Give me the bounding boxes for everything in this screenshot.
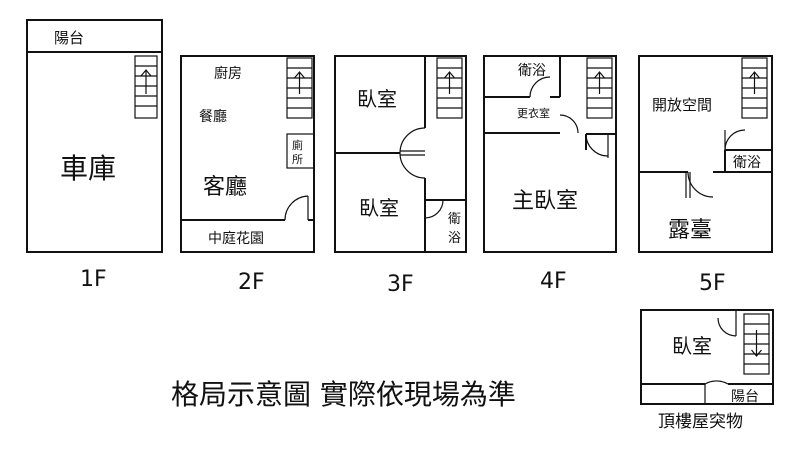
floor-5f: 開放空間 衛浴 露臺 5F xyxy=(638,55,773,296)
toilet-label-top: 廁 xyxy=(292,138,303,152)
terrace-label: 露臺 xyxy=(668,218,712,243)
courtyard-label: 中庭花園 xyxy=(208,230,264,247)
staircase-icon xyxy=(436,57,463,119)
floor-tag-1f: 1F xyxy=(80,267,107,292)
open-space-label: 開放空間 xyxy=(652,96,712,114)
floor-3f: 臥室 臥室 衛 浴 3F xyxy=(334,55,467,297)
closet-label: 更衣室 xyxy=(517,106,550,120)
layout-disclaimer: 格局示意圖 實際依現場為準 xyxy=(171,378,516,411)
door-swing-icon xyxy=(687,171,714,198)
roof-bedroom-label: 臥室 xyxy=(672,334,712,358)
kitchen-label: 廚房 xyxy=(214,65,242,82)
balcony-1f-outline xyxy=(26,19,163,53)
staircase-icon xyxy=(586,57,613,119)
floor-4f: 衛浴 更衣室 主臥室 4F xyxy=(483,55,617,294)
floor-4f-outline xyxy=(483,55,617,253)
door-swing-icon xyxy=(724,129,746,151)
staircase-icon xyxy=(743,313,770,375)
door-swing-icon xyxy=(424,199,444,219)
floor-tag-5f: 5F xyxy=(699,271,726,296)
staircase-icon xyxy=(134,55,158,119)
floor-tag-4f: 4F xyxy=(540,269,567,294)
floor-1f-outline xyxy=(26,51,163,253)
floor-roof-outline xyxy=(640,309,774,405)
door-swing-icon xyxy=(399,152,426,179)
door-swing-icon xyxy=(585,133,609,157)
toilet-label-bottom: 所 xyxy=(292,153,303,166)
door-swing-icon xyxy=(284,195,309,221)
floor-2f: 廚房 餐廳 客廳 廁 所 中庭花園 2F xyxy=(180,55,315,295)
door-swing-icon xyxy=(717,317,737,337)
door-swing-icon xyxy=(529,76,551,98)
staircase-icon xyxy=(286,57,313,119)
door-swing-icon xyxy=(704,380,729,385)
master-bedroom-label: 主臥室 xyxy=(512,189,578,214)
bath-label-4f: 衛浴 xyxy=(518,63,546,79)
bath-label-bottom: 浴 xyxy=(448,231,461,246)
roof-caption: 頂樓屋突物 xyxy=(658,412,743,432)
floor-roof: 臥室 陽台 頂樓屋突物 xyxy=(640,309,774,432)
living-room-label: 客廳 xyxy=(203,175,247,200)
dining-label: 餐廳 xyxy=(199,108,227,125)
balcony-label-1f: 陽台 xyxy=(54,29,84,47)
staircase-icon xyxy=(741,57,768,119)
bath-label-5f: 衛浴 xyxy=(733,155,761,171)
floor-tag-2f: 2F xyxy=(238,270,265,295)
bedroom-top-label: 臥室 xyxy=(357,87,397,111)
door-swing-icon xyxy=(559,114,579,134)
door-swing-icon xyxy=(399,127,426,154)
garage-label: 車庫 xyxy=(60,152,116,185)
floor-5f-outline xyxy=(638,55,773,253)
bedroom-bottom-label: 臥室 xyxy=(359,196,399,220)
bath-label-top: 衛 xyxy=(448,212,461,227)
floor-tag-3f: 3F xyxy=(387,272,414,297)
toilet-2f-outline xyxy=(286,133,315,169)
floor-1f: 陽台 車庫 1F xyxy=(26,19,163,292)
roof-balcony-label: 陽台 xyxy=(731,389,759,405)
